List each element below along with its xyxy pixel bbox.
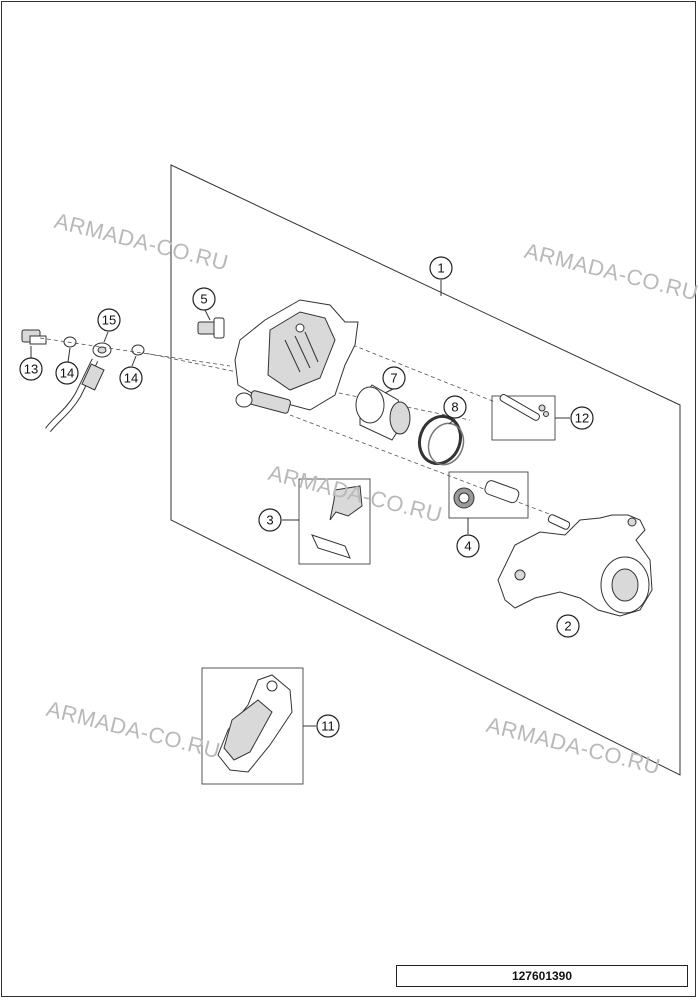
callout-2-label: 2 — [564, 619, 571, 634]
callout-11: 11 — [316, 714, 340, 738]
callout-1: 1 — [429, 256, 453, 280]
callout-4-label: 4 — [464, 539, 471, 554]
callout-5: 5 — [192, 287, 216, 311]
callout-1-label: 1 — [437, 261, 444, 276]
document-number: 127601390 — [396, 965, 688, 987]
leader-7 — [384, 388, 394, 394]
leader-14b — [131, 355, 137, 367]
callout-14-left-label: 14 — [60, 366, 74, 381]
callout-15-label: 15 — [102, 313, 116, 328]
caliper-housing — [234, 299, 359, 414]
pin-kit — [499, 394, 549, 421]
callout-14-right: 14 — [119, 366, 143, 390]
callout-8: 8 — [443, 395, 467, 419]
brake-pads — [217, 674, 293, 773]
callout-14-right-label: 14 — [124, 371, 138, 386]
callout-5-label: 5 — [200, 292, 207, 307]
slider-kit — [453, 480, 520, 509]
leader-15 — [103, 331, 109, 343]
pad-spring-box — [298, 478, 371, 565]
seal-ring-right — [131, 344, 145, 356]
brake-hose — [45, 342, 112, 433]
callout-11-label: 11 — [321, 719, 335, 734]
callout-12: 12 — [570, 406, 594, 430]
caliper-bracket — [497, 514, 653, 617]
callout-12-label: 12 — [575, 411, 589, 426]
seal-ring-left — [63, 336, 77, 348]
piston-seal-rings — [417, 414, 465, 466]
axis-line-bolt — [289, 414, 566, 521]
leader-14a — [67, 347, 71, 363]
assembly-outline — [170, 164, 681, 776]
pad-spring — [311, 485, 363, 559]
bleeder-screw — [197, 317, 225, 339]
callout-14-left: 14 — [55, 361, 79, 385]
callout-8-label: 8 — [451, 400, 458, 415]
callout-2: 2 — [556, 614, 580, 638]
callout-4: 4 — [456, 534, 480, 558]
pin-kit-box — [491, 395, 556, 441]
callout-3: 3 — [258, 508, 282, 532]
slider-kit-box — [448, 471, 529, 519]
callout-7-label: 7 — [390, 371, 397, 386]
leader-5 — [204, 309, 211, 321]
callout-13: 13 — [19, 357, 43, 381]
callout-3-label: 3 — [266, 513, 273, 528]
leader-8 — [448, 418, 456, 425]
banjo-bolt — [21, 329, 47, 345]
callout-13-label: 13 — [24, 362, 38, 377]
callout-7: 7 — [382, 366, 406, 390]
piston — [355, 384, 411, 441]
callout-15: 15 — [97, 308, 121, 332]
